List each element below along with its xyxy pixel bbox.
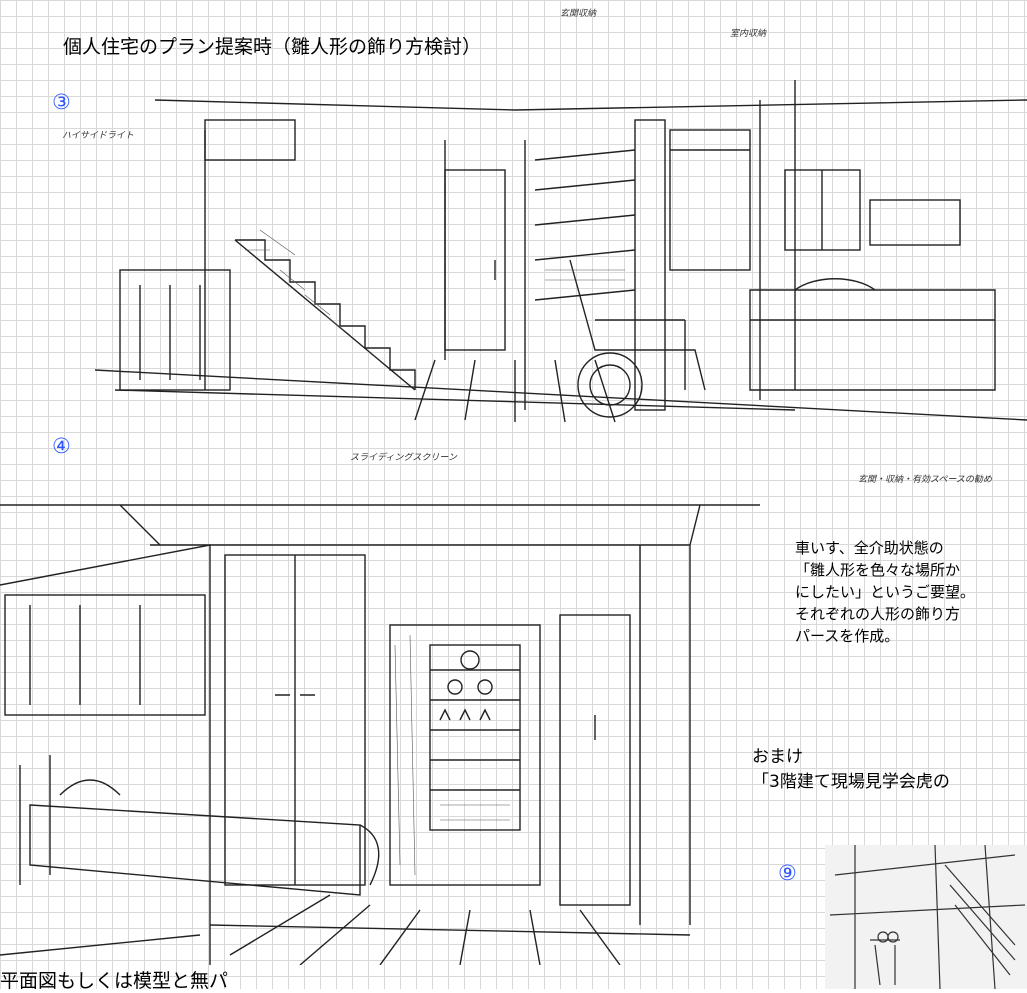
note-line: 車いす、全介助状態の — [795, 539, 944, 557]
note-line: それぞれの人形の飾り方 — [795, 605, 961, 623]
perspective-sketch-hina-dolls — [0, 504, 760, 965]
sketch-number-4: ④ — [52, 434, 71, 458]
sketch-number-9: ⑨ — [778, 861, 797, 885]
annotation-room-storage: 室内収納 — [730, 29, 767, 39]
annotation-entrance-storage-space: 玄関・収納・有効スペースの勧め — [858, 475, 992, 485]
sketch-number-3: ③ — [52, 90, 71, 114]
note-line: 「雛人形を色々な場所か — [795, 561, 961, 579]
perspective-sketch-three-story-house — [825, 845, 1027, 989]
bonus-subtitle: 「3階建て現場見学会虎の — [752, 772, 950, 792]
note-line: パースを作成。 — [795, 627, 900, 645]
footer-text: 平面図もしくは模型と無パ — [0, 970, 229, 992]
page-title: 個人住宅のプラン提案時（雛人形の飾り方検討） — [63, 36, 482, 58]
annotation-high-side-light: ハイサイドライト — [62, 131, 134, 141]
perspective-sketch-staircase — [95, 80, 1027, 423]
annotation-entrance-storage: 玄関収納 — [560, 9, 597, 19]
bonus-heading: おまけ — [752, 747, 803, 767]
note-line: にしたい」というご要望。 — [795, 583, 976, 601]
annotation-sliding-screen: スライディングスクリーン — [350, 453, 457, 463]
